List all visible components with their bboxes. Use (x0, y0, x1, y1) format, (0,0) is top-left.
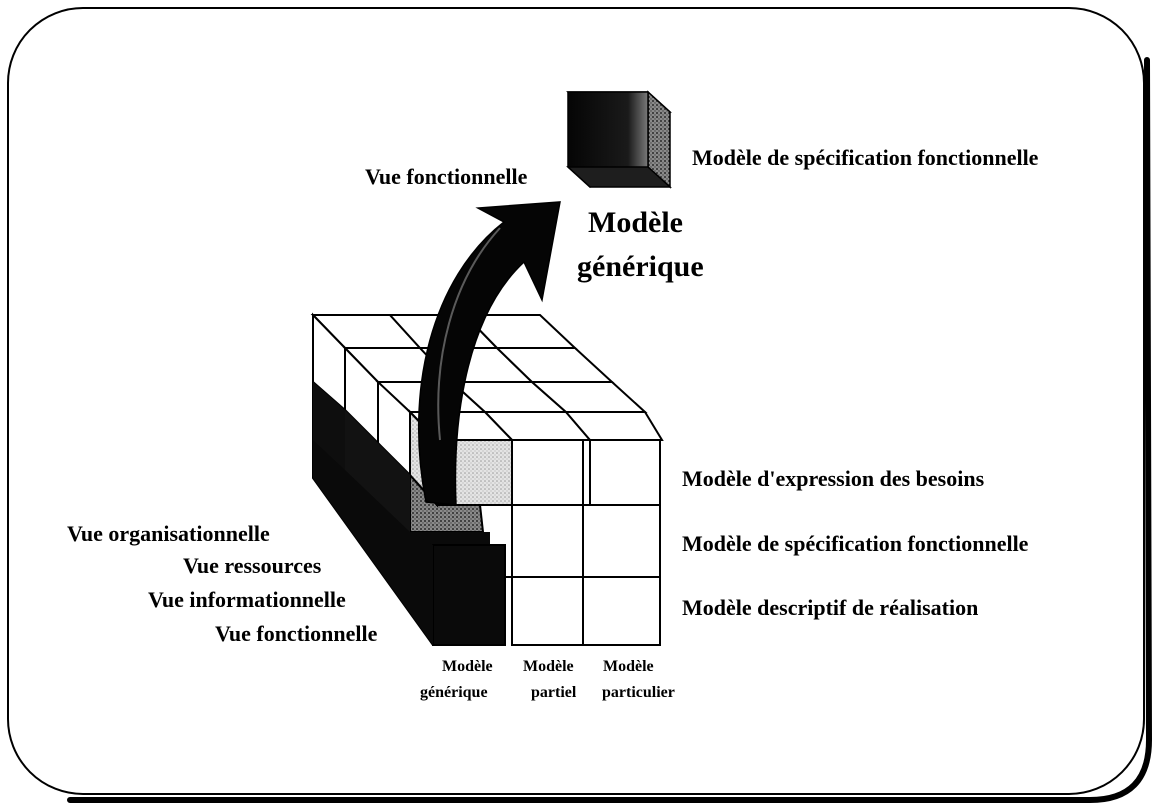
column-label-2-line2: partiel (531, 684, 577, 701)
column-label-3-line1: Modèle (603, 658, 654, 675)
level-label-2: Modèle de spécification fonctionnelle (682, 531, 1029, 556)
top-view-label: Vue fonctionnelle (365, 164, 528, 189)
top-cube-label: Modèle de spécification fonctionnelle (692, 145, 1039, 170)
view-label-4: Vue fonctionnelle (215, 621, 378, 646)
title-line2: générique (577, 250, 704, 283)
frame-shadow (67, 57, 1153, 803)
view-label-3: Vue informationnelle (148, 587, 346, 612)
column-label-3-line2: particulier (602, 684, 675, 701)
view-label-1: Vue organisationnelle (67, 521, 270, 546)
top-cube (566, 90, 672, 189)
title-line1: Modèle (588, 206, 683, 239)
column-label-1-line1: Modèle (442, 658, 493, 675)
column-label-1-line2: générique (420, 684, 488, 701)
level-label-3: Modèle descriptif de réalisation (682, 595, 978, 620)
level-label-1: Modèle d'expression des besoins (682, 466, 985, 491)
view-label-2: Vue ressources (183, 553, 322, 578)
column-label-2-line1: Modèle (523, 658, 574, 675)
curved-arrow (417, 201, 561, 506)
